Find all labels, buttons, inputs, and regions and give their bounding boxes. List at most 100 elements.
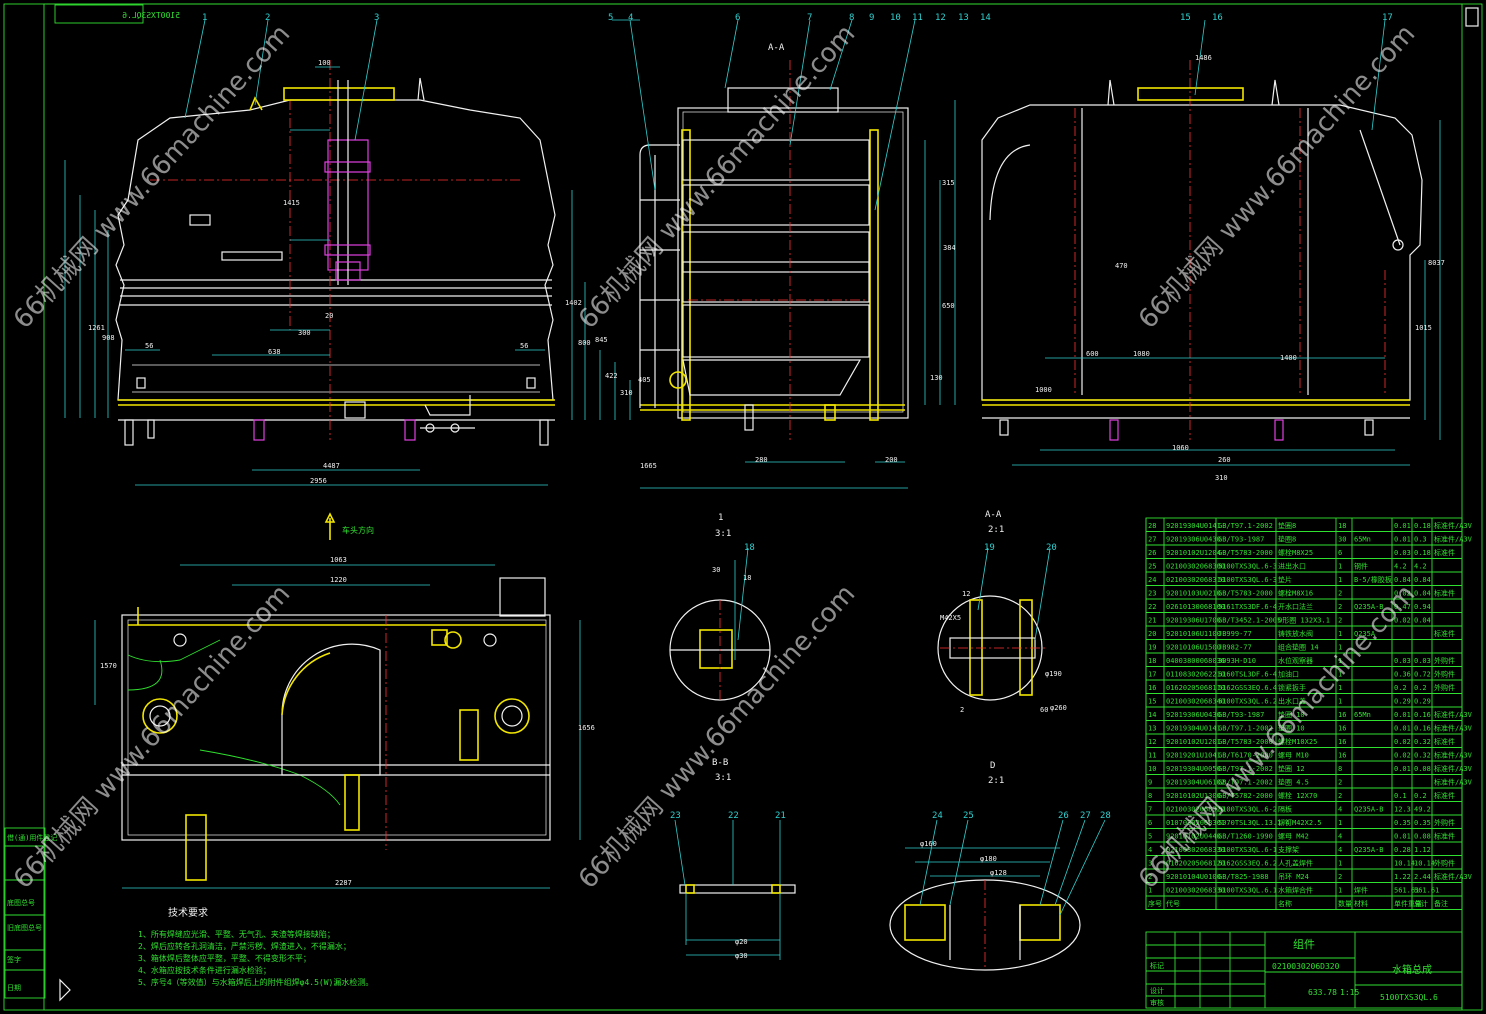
dimension-label: 2287	[335, 879, 352, 887]
side-label-3: 签字	[7, 955, 21, 964]
dimension-label: 1486	[1195, 54, 1212, 62]
bom-cell-no: 13	[1148, 725, 1156, 733]
title-block: 标记 设计 审核 组件 0210030206D320 水箱总成 5100TXS3…	[1145, 931, 1463, 1009]
dimension-label: 56	[520, 342, 528, 350]
bom-cell-w1: 0.02	[1394, 738, 1411, 746]
callout-16: 16	[1212, 13, 1223, 23]
bom-cell-no: 10	[1148, 765, 1156, 773]
dimension-label: 1261	[88, 324, 105, 332]
sheet-title: 水箱总成	[1392, 963, 1432, 976]
dimension-label: 1015	[1415, 324, 1432, 332]
bom-cell-qty: 16	[1338, 752, 1346, 760]
bom-cell-part: 垫圈 10	[1278, 710, 1305, 719]
inner-frame	[43, 3, 1463, 1011]
bom-cell-name: 5070TSL3QL.13.1-4	[1218, 819, 1290, 827]
dimension-label: 200	[885, 456, 898, 464]
tech-req-line-2: 2、焊后应转各孔洞清洁，严禁污秽、焊渣进入，不得漏水；	[138, 941, 351, 951]
dimension-label: 310	[1215, 474, 1228, 482]
bom-footer-label: 序号	[1148, 899, 1162, 908]
bom-cell-w1: 0.01	[1394, 725, 1411, 733]
bom-cell-code: 92010106U1100	[1166, 630, 1221, 638]
bom-cell-w2: 0.3	[1414, 536, 1427, 544]
detail-view-aa: A-A 2:1	[937, 510, 1045, 701]
bom-cell-part: 螺栓M8X16	[1278, 589, 1313, 598]
dimension-label: φ260	[1050, 704, 1067, 712]
dimension-label: 405	[638, 376, 651, 384]
bom-cell-w1: 1.22	[1394, 873, 1411, 881]
detail-1-scale: 3:1	[715, 529, 731, 539]
bom-cell-no: 17	[1148, 671, 1156, 679]
detail-aa-scale: 2:1	[988, 525, 1004, 535]
bom-cell-note: 标准件/A3V	[1434, 872, 1473, 881]
dimension-label: 2956	[310, 477, 327, 485]
bom-cell-part: 螺母 M42	[1278, 832, 1309, 841]
bom-cell-w1: 0.03	[1394, 657, 1411, 665]
callout-2: 2	[265, 13, 270, 23]
bom-cell-qty: 1	[1338, 576, 1342, 584]
bom-cell-no: 21	[1148, 617, 1156, 625]
bom-cell-name: GB/T93-1987	[1218, 536, 1264, 544]
bom-cell-name: 5100TXS3QL.6.1	[1218, 887, 1277, 895]
dimension-label: 1063	[330, 556, 347, 564]
bom-cell-w1: 4.2	[1394, 563, 1407, 571]
mirrored-code-label: 5100TXS3QL.6	[122, 11, 180, 20]
bom-cell-no: 14	[1148, 711, 1156, 719]
bom-cell-w1: 0.03	[1394, 549, 1411, 557]
bom-cell-w2: 0.84	[1414, 576, 1431, 584]
bom-cell-part: 水位观察器	[1278, 656, 1313, 665]
bom-cell-code: 02100302068320	[1166, 806, 1225, 814]
bom-cell-no: 22	[1148, 603, 1156, 611]
dimension-label: 638	[268, 348, 281, 356]
bom-cell-code: 01620205068110	[1166, 684, 1225, 692]
dimension-label: 30	[712, 566, 720, 574]
detail-view-d: D 2:1	[889, 761, 1081, 971]
bom-cell-qty: 1	[1338, 657, 1342, 665]
bom-cell-part: 支撑架	[1278, 845, 1299, 854]
dimension-label: 310	[620, 389, 633, 397]
bom-cell-part: 进出水口	[1278, 562, 1306, 571]
bom-cell-code: 92010102U1204	[1166, 549, 1221, 557]
detail-bb-label: B-B	[712, 758, 728, 768]
bom-cell-name: GB/T97.1-2002	[1218, 779, 1273, 787]
callout-13: 13	[958, 13, 969, 23]
bom-cell-no: 23	[1148, 590, 1156, 598]
bom-footer-label: 数量	[1338, 899, 1352, 908]
bom-cell-qty: 2	[1338, 779, 1342, 787]
bom-cell-mat: B-5/橡胶板	[1354, 575, 1392, 584]
bom-cell-name: GB/T97.1-2002	[1218, 725, 1273, 733]
bom-cell-code: 92019304U0050	[1166, 765, 1221, 773]
watermark-5: 66机械网 www.66machine.com	[573, 579, 861, 895]
bom-cell-code: 92019306U0430	[1166, 711, 1221, 719]
bom-cell-no: 18	[1148, 657, 1156, 665]
bom-cell-note: 标准件/A3V	[1434, 778, 1473, 787]
detail-view-bb: B-B 3:1	[679, 758, 796, 960]
bom-footer-label: 材料	[1354, 899, 1368, 908]
dimension-label: 384	[943, 244, 956, 252]
bom-cell-name: GB/T3452.1-2005	[1218, 617, 1281, 625]
bom-cell-w2: 0.04	[1414, 590, 1431, 598]
bom-cell-qty: 16	[1338, 711, 1346, 719]
bom-cell-w1: 12.3	[1394, 806, 1411, 814]
bom-cell-qty: 1	[1338, 860, 1342, 868]
bom-cell-no: 9	[1148, 779, 1152, 787]
bom-cell-qty: 2	[1338, 792, 1342, 800]
callout-5: 5	[608, 13, 613, 23]
bom-cell-no: 6	[1148, 819, 1152, 827]
bom-cell-name: 5100TXS3QL.6.2	[1218, 698, 1277, 706]
bom-cell-no: 7	[1148, 806, 1152, 814]
dimension-label: 600	[1086, 350, 1099, 358]
bom-cell-no: 27	[1148, 536, 1156, 544]
corner-mark	[1465, 7, 1479, 27]
bom-cell-code: 92019201U1041	[1166, 752, 1221, 760]
bom-cell-w2: 2.44	[1414, 873, 1431, 881]
callout-numbers: 1 2 3 4 5 6 7 8 9 10 11 12 13 14 15 16 1…	[202, 13, 1393, 821]
bom-cell-name: 5100TXS3QL.6-3	[1218, 576, 1277, 584]
dimension-label: 1402	[565, 299, 582, 307]
bom-cell-name: 5160TSL3DF.6-4	[1218, 671, 1277, 679]
bom-cell-w1: 0.36	[1394, 671, 1411, 679]
bom-cell-note: 标准件	[1434, 737, 1455, 746]
dimension-label: 1080	[1133, 350, 1150, 358]
callout-25: 25	[963, 811, 974, 821]
mirrored-code-box	[54, 4, 144, 24]
